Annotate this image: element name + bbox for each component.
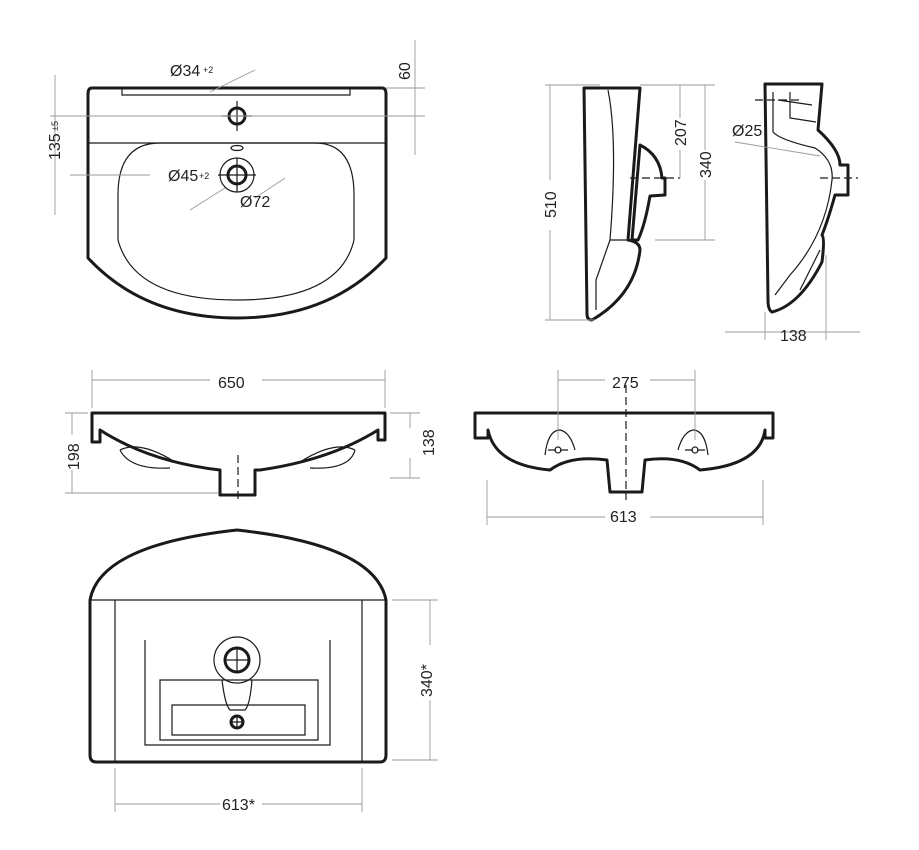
overflow-slot <box>230 144 244 152</box>
drain-tol: +2 <box>199 171 209 181</box>
drain-hole-label: Ø45 <box>168 168 198 185</box>
front-height-label: 198 <box>66 443 83 470</box>
rear-slot <box>121 88 351 96</box>
drain-outer-label: Ø72 <box>240 194 270 211</box>
bottom-depth-label: 340* <box>419 664 436 697</box>
section-depth-label: 138 <box>780 328 807 345</box>
side-view: 510 207 340 <box>543 84 715 322</box>
side-bracket <box>630 143 667 242</box>
section-view: Ø25 138 <box>725 82 860 345</box>
top-view: Ø34 +2 Ø45 +2 Ø72 135 ±5 60 <box>47 40 425 320</box>
front-width-label: 650 <box>218 375 245 392</box>
bottom-view-outline <box>88 528 388 764</box>
side-height-label: 510 <box>543 191 560 218</box>
bottom-width-label: 613* <box>222 797 255 814</box>
rear-width-label: 613 <box>610 509 637 526</box>
bottom-view: 340* 613* <box>88 528 438 814</box>
bowl-outline <box>117 142 355 301</box>
depth-tol: ±5 <box>50 121 60 131</box>
depth-label: 135 <box>47 133 64 160</box>
rear-view: 275 613 <box>473 370 775 526</box>
rear-view-outline <box>473 411 775 494</box>
tap-hole-tol: +2 <box>203 65 213 75</box>
top-view-outline <box>86 86 388 320</box>
tap-hole-label: Ø34 <box>170 63 200 80</box>
front-view-outline <box>90 411 387 497</box>
overflow-label: Ø25 <box>732 123 762 140</box>
section-outline <box>763 82 850 314</box>
front-depth-label: 138 <box>421 429 438 456</box>
top-offset-label: 60 <box>397 62 414 80</box>
front-view: 650 198 138 <box>65 370 438 500</box>
side-207-label: 207 <box>673 119 690 146</box>
mount-spacing-label: 275 <box>612 375 639 392</box>
side-340-label: 340 <box>698 151 715 178</box>
